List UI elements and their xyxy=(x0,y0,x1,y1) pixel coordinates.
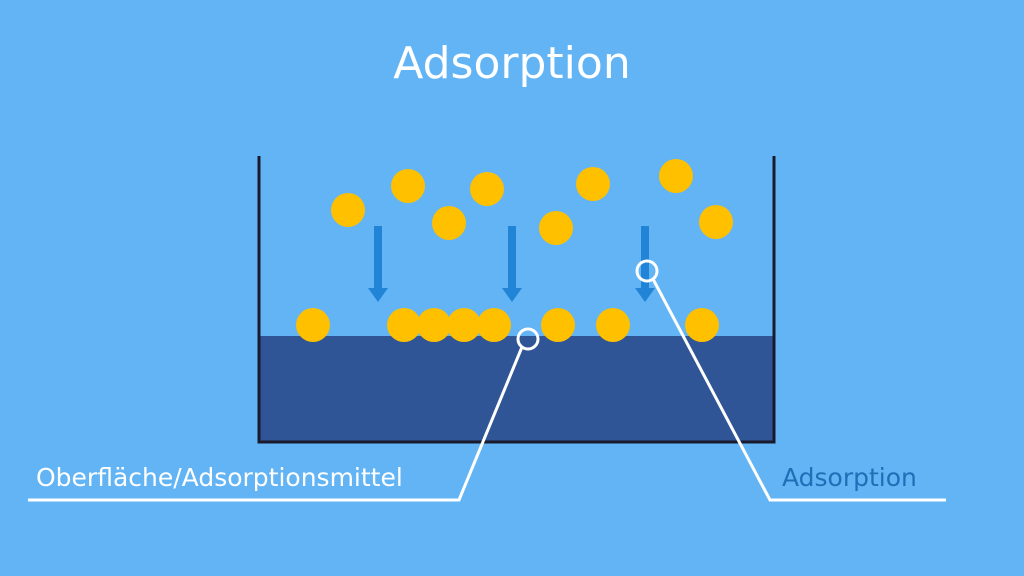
diagram-title: Adsorption xyxy=(393,38,631,89)
particle xyxy=(447,308,481,342)
label-surface: Oberfläche/Adsorptionsmittel xyxy=(36,463,403,492)
particle xyxy=(331,193,365,227)
adsorbed-particles xyxy=(296,308,719,342)
label-adsorption: Adsorption xyxy=(782,463,917,492)
particle xyxy=(541,308,575,342)
particle xyxy=(432,206,466,240)
arrow-right xyxy=(635,226,655,302)
particle xyxy=(417,308,451,342)
particle xyxy=(387,308,421,342)
arrow-left xyxy=(368,226,388,302)
free-particles xyxy=(331,159,733,245)
particle xyxy=(391,169,425,203)
container-outline xyxy=(257,156,776,444)
arrow-middle xyxy=(502,226,522,302)
particle xyxy=(296,308,330,342)
particle xyxy=(659,159,693,193)
particle xyxy=(699,205,733,239)
particle xyxy=(596,308,630,342)
adsorbent-layer xyxy=(259,336,774,442)
particle xyxy=(539,211,573,245)
particle xyxy=(470,172,504,206)
particle xyxy=(576,167,610,201)
particle xyxy=(477,308,511,342)
callout-surface xyxy=(28,327,540,502)
callout-adsorption xyxy=(635,259,946,502)
particle xyxy=(685,308,719,342)
